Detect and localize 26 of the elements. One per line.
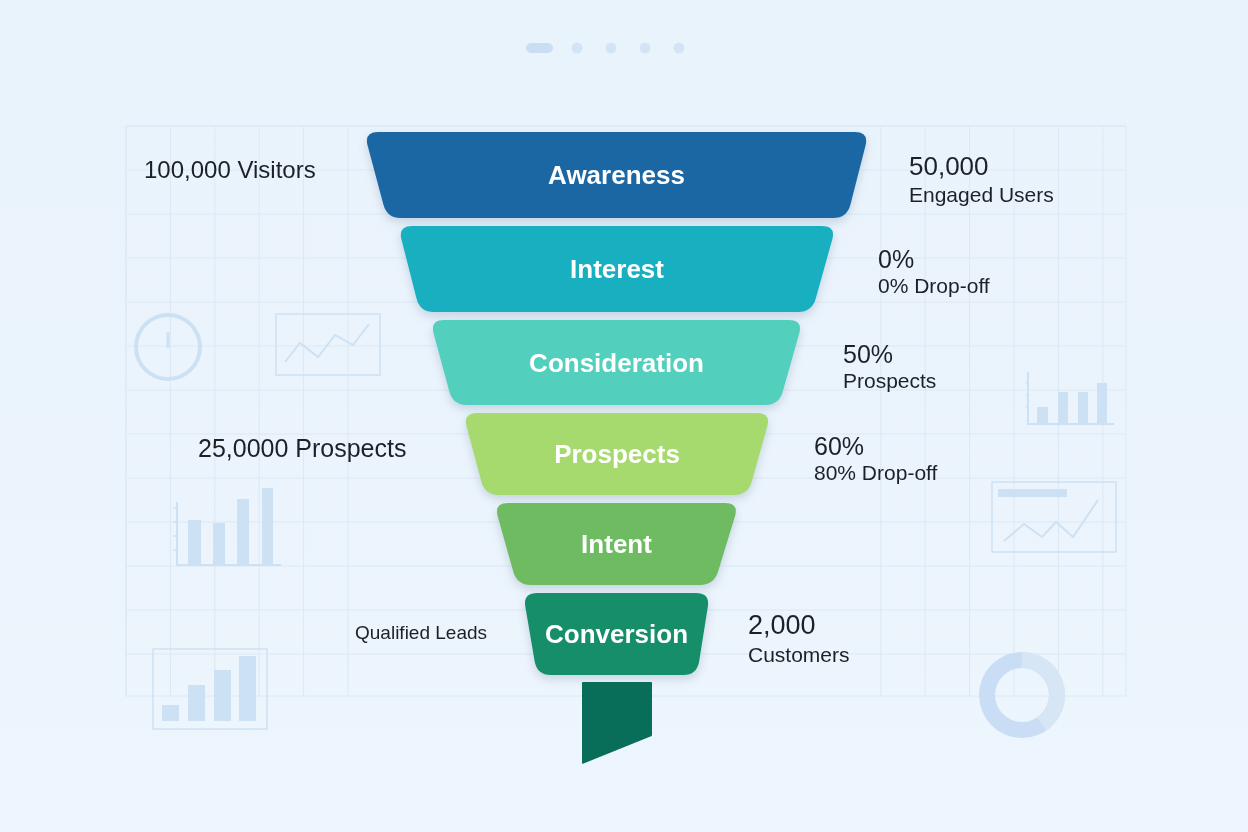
stage-label: Interest [570,254,664,284]
metric-caption: 0% Drop-off [878,273,990,299]
stage-label: Consideration [529,347,704,378]
stage-label: Prospects [554,439,680,469]
metric-caption: Prospects [843,368,937,394]
funnel-stage [430,320,803,405]
stage-label: Intent [581,529,652,559]
funnel-stage [494,503,739,585]
metric-value: 0% [878,244,915,274]
stage-label: Awareness [548,160,685,190]
metric-caption: Engaged Users [909,182,1054,208]
stage-label: Conversion [545,619,688,649]
metric-value: 60% [814,431,865,461]
funnel-stage [463,413,771,495]
funnel-stage [523,593,710,675]
metric-caption: 80% Drop-off [814,460,938,486]
funnel-stage [398,226,836,312]
metric-label: Qualified Leads [355,622,488,644]
metric-label: 100,000 Visitors [144,156,316,184]
metric-caption: Customers [748,642,850,668]
funnel-stage [364,132,869,218]
metric-value: 50,000 [909,152,989,182]
metric-value: 2,000 [748,610,816,642]
metric-label: 25,0000 Prospects [198,433,407,463]
funnel-spout [582,682,652,764]
metric-value: 50% [843,339,894,369]
